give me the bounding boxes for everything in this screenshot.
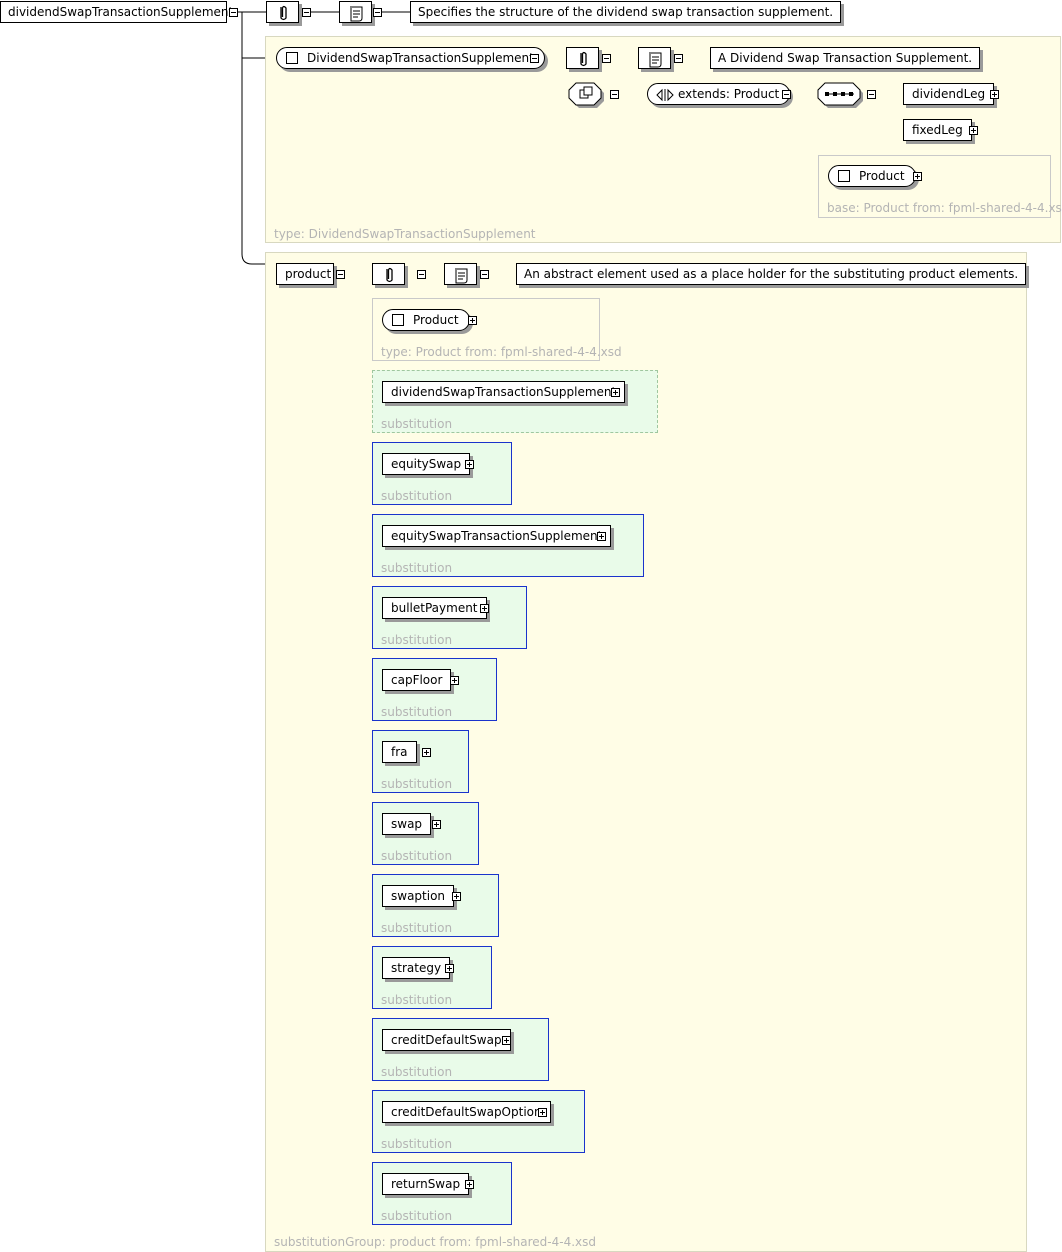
complex-type-name: DividendSwapTransactionSupplement <box>307 51 534 65</box>
substitution-expand-toggle[interactable] <box>611 388 620 397</box>
product-annotation-collapse-toggle[interactable] <box>417 270 426 279</box>
element-dividendLeg[interactable]: dividendLeg <box>903 83 995 105</box>
base-type-expand-toggle[interactable] <box>913 172 922 181</box>
product-type-Product[interactable]: Product <box>382 309 470 331</box>
substitution-element-equitySwapTransactionSupplement[interactable]: equitySwapTransactionSupplement <box>382 525 612 547</box>
product-type-name: Product <box>413 313 459 327</box>
substitution-caption: substitution <box>381 705 453 719</box>
substitution-caption: substitution <box>381 993 453 1007</box>
type-documentation-box <box>638 47 671 69</box>
substitution-element-creditDefaultSwap[interactable]: creditDefaultSwap <box>382 1029 511 1051</box>
product-annotation-box <box>372 263 405 285</box>
base-type-Product[interactable]: Product <box>828 165 916 187</box>
substitution-expand-toggle[interactable] <box>422 748 431 757</box>
type-annotation-collapse-toggle[interactable] <box>602 54 611 63</box>
type-panel-caption: type: DividendSwapTransactionSupplement <box>274 227 536 241</box>
documentation-collapse-toggle[interactable] <box>373 8 382 17</box>
extension-collapse-toggle[interactable] <box>782 90 791 99</box>
scroll-icon <box>455 268 468 284</box>
sequence-icon <box>817 82 863 108</box>
substitution-expand-toggle[interactable] <box>597 532 606 541</box>
scroll-icon <box>649 52 662 68</box>
substitution-element-equitySwap[interactable]: equitySwap <box>382 453 471 475</box>
substitution-element-swaption[interactable]: swaption <box>382 885 455 907</box>
substitution-caption: substitution <box>381 417 453 431</box>
product-collapse-toggle[interactable] <box>336 270 345 279</box>
complex-content-collapse-toggle[interactable] <box>610 90 619 99</box>
paperclip-icon <box>280 5 287 21</box>
substitution-element-strategy[interactable]: strategy <box>382 957 451 979</box>
substitution-expand-toggle[interactable] <box>445 964 454 973</box>
substitution-caption: substitution <box>381 1209 453 1223</box>
substitution-element-bulletPayment[interactable]: bulletPayment <box>382 597 487 619</box>
product-documentation-collapse-toggle[interactable] <box>480 270 489 279</box>
dividendLeg-expand-toggle[interactable] <box>990 90 999 99</box>
substitution-caption: substitution <box>381 777 453 791</box>
product-panel-caption: substitutionGroup: product from: fpml-sh… <box>274 1235 596 1249</box>
element-product[interactable]: product <box>276 263 334 285</box>
substitution-caption: substitution <box>381 1065 453 1079</box>
annotation-box <box>266 1 299 23</box>
base-type-caption: base: Product from: fpml-shared-4-4.xsd <box>827 201 1062 215</box>
fixedLeg-expand-toggle[interactable] <box>969 126 978 135</box>
element-fixedLeg[interactable]: fixedLeg <box>903 119 972 141</box>
substitution-caption: substitution <box>381 561 453 575</box>
documentation-box <box>339 1 372 23</box>
root-element-dividendSwapTransactionSupplement[interactable]: dividendSwapTransactionSupplement <box>0 1 233 23</box>
substitution-caption: substitution <box>381 921 453 935</box>
type-documentation-collapse-toggle[interactable] <box>674 54 683 63</box>
product-documentation-box <box>444 263 477 285</box>
product-type-expand-toggle[interactable] <box>468 316 477 325</box>
root-collapse-toggle[interactable] <box>229 8 238 17</box>
complex-type-collapse-toggle[interactable] <box>530 54 539 63</box>
substitution-expand-toggle[interactable] <box>450 676 459 685</box>
substitution-expand-toggle[interactable] <box>465 1180 474 1189</box>
complex-content-icon <box>568 82 604 108</box>
substitution-element-returnSwap[interactable]: returnSwap <box>382 1173 470 1195</box>
substitution-element-fra[interactable]: fra <box>382 741 417 763</box>
product-documentation-text: An abstract element used as a place hold… <box>516 263 1027 285</box>
substitution-caption: substitution <box>381 1137 453 1151</box>
complex-type-icon <box>286 52 298 64</box>
substitution-element-swap[interactable]: swap <box>382 813 432 835</box>
substitution-expand-toggle[interactable] <box>538 1108 547 1117</box>
extension-icon <box>656 88 674 102</box>
substitution-expand-toggle[interactable] <box>465 460 474 469</box>
substitution-caption: substitution <box>381 849 453 863</box>
substitution-expand-toggle[interactable] <box>480 604 489 613</box>
paperclip-icon <box>386 267 393 283</box>
substitution-caption: substitution <box>381 633 453 647</box>
complex-type-DividendSwapTransactionSupplement[interactable]: DividendSwapTransactionSupplement <box>276 47 545 69</box>
annotation-collapse-toggle[interactable] <box>302 8 311 17</box>
type-annotation-box <box>566 47 599 69</box>
substitution-expand-toggle[interactable] <box>432 820 441 829</box>
scroll-icon <box>350 6 363 22</box>
extension-label: extends: Product <box>678 87 780 101</box>
substitution-element-capFloor[interactable]: capFloor <box>382 669 452 691</box>
type-documentation-text: A Dividend Swap Transaction Supplement. <box>710 47 981 69</box>
substitution-expand-toggle[interactable] <box>502 1036 511 1045</box>
complex-type-icon <box>392 314 404 326</box>
substitution-caption: substitution <box>381 489 453 503</box>
sequence-collapse-toggle[interactable] <box>867 90 876 99</box>
product-type-caption: type: Product from: fpml-shared-4-4.xsd <box>381 345 622 359</box>
extension-node[interactable]: extends: Product <box>647 83 791 105</box>
paperclip-icon <box>580 51 587 67</box>
substitution-element-dividendSwapTransactionSupplement[interactable]: dividendSwapTransactionSupplement <box>382 381 626 403</box>
root-documentation-text: Specifies the structure of the dividend … <box>410 1 842 23</box>
substitution-expand-toggle[interactable] <box>452 892 461 901</box>
substitution-element-creditDefaultSwapOption[interactable]: creditDefaultSwapOption <box>382 1101 551 1123</box>
base-type-name: Product <box>859 169 905 183</box>
complex-type-icon <box>838 170 850 182</box>
